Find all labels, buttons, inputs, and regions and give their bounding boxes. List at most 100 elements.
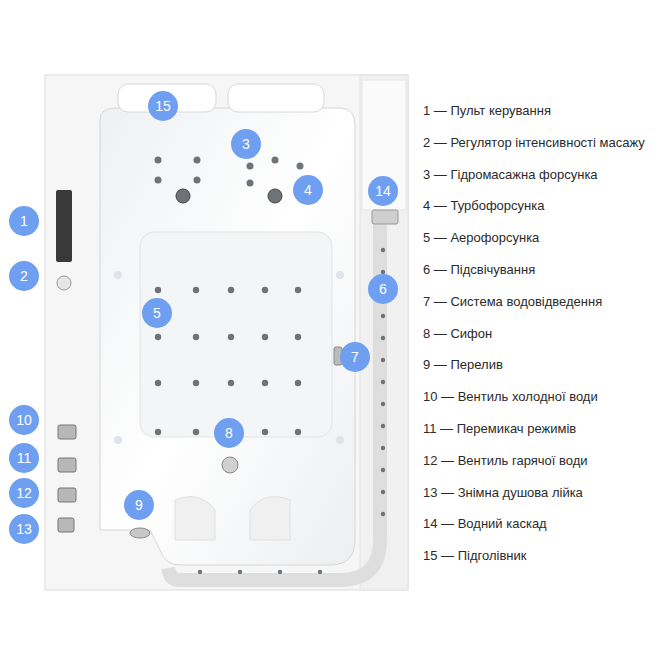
- ledge-jet: [381, 512, 385, 516]
- air-jet: [155, 287, 161, 293]
- cold-valve: [58, 425, 76, 439]
- callout-number: 4: [304, 183, 312, 197]
- hydro-jet: [272, 157, 279, 164]
- tub-floor: [140, 232, 332, 437]
- shower-head: [58, 518, 74, 532]
- ledge-jet: [381, 380, 385, 384]
- control-panel: [56, 190, 72, 262]
- hot-valve: [58, 488, 76, 502]
- callout-circle: 12: [9, 478, 39, 508]
- air-jet: [295, 429, 301, 435]
- callout-circle: 5: [142, 298, 172, 328]
- air-jet: [228, 287, 234, 293]
- ledge-jet: [278, 570, 282, 574]
- ledge-jet: [381, 248, 385, 252]
- ledge-top: [362, 80, 406, 210]
- callout-circle: 14: [368, 176, 398, 206]
- air-jet: [262, 287, 268, 293]
- callout-circle: 10: [9, 405, 39, 435]
- side-light: [114, 271, 122, 279]
- legend-line: 10 — Вентиль холодної води: [423, 389, 598, 405]
- foot-rest: [175, 497, 290, 540]
- intensity-knob: [57, 276, 71, 290]
- water-cascade: [372, 210, 398, 224]
- callout-circle: 6: [368, 274, 398, 304]
- ledge-jet: [238, 570, 242, 574]
- ledge-jet: [381, 336, 385, 340]
- hydro-jet: [194, 157, 201, 164]
- ledge-jet: [381, 490, 385, 494]
- side-light: [336, 271, 344, 279]
- side-light: [114, 436, 122, 444]
- legend-line: 14 — Водний каскад: [423, 516, 547, 532]
- callout-circle: 4: [293, 175, 323, 205]
- legend-line: 8 — Сифон: [423, 326, 492, 342]
- air-jet: [262, 334, 268, 340]
- air-jet: [193, 380, 199, 386]
- turbo-jet: [268, 189, 282, 203]
- legend-line: 3 — Гідромасажна форсунка: [423, 167, 598, 183]
- ledge-jet: [381, 446, 385, 450]
- turbo-jet: [176, 189, 190, 203]
- ledge-jet: [381, 314, 385, 318]
- callout-number: 9: [135, 498, 143, 512]
- callout-number: 3: [242, 137, 250, 151]
- callout-number: 13: [16, 522, 32, 536]
- callout-circle: 7: [340, 342, 370, 372]
- legend-line: 6 — Підсвічування: [423, 262, 535, 278]
- legend-line: 7 — Система водовідведення: [423, 294, 602, 310]
- jet-group: [114, 157, 385, 575]
- air-jet: [262, 380, 268, 386]
- callout-circle: 13: [9, 514, 39, 544]
- ledge-jet: [381, 402, 385, 406]
- basin: [100, 108, 355, 565]
- legend-line: 1 — Пульт керування: [423, 103, 551, 119]
- air-jet: [155, 334, 161, 340]
- callout-number: 15: [155, 99, 171, 113]
- tub-rim: [45, 75, 408, 590]
- legend-line: 5 — Аерофорсунка: [423, 230, 539, 246]
- overflow: [130, 528, 150, 538]
- air-jet: [193, 287, 199, 293]
- callout-number: 2: [20, 269, 28, 283]
- callout-number: 6: [379, 282, 387, 296]
- headrest: [228, 84, 324, 112]
- ledge-jet: [198, 570, 202, 574]
- air-jet: [228, 380, 234, 386]
- legend-line: 4 — Турбофорсунка: [423, 198, 544, 214]
- callout-circle: 9: [124, 490, 154, 520]
- callout-number: 14: [375, 184, 391, 198]
- hydro-jet: [247, 180, 254, 187]
- legend-line: 9 — Перелив: [423, 357, 503, 373]
- air-jet: [295, 380, 301, 386]
- ledge-jet: [381, 468, 385, 472]
- callout-number: 1: [20, 214, 28, 228]
- callout-number: 11: [17, 451, 32, 465]
- air-jet: [228, 334, 234, 340]
- legend-line: 12 — Вентиль гарячої води: [423, 453, 588, 469]
- callout-number: 8: [225, 426, 233, 440]
- hydro-jet: [247, 163, 254, 170]
- air-jet: [295, 287, 301, 293]
- callout-number: 10: [16, 413, 32, 427]
- air-jet: [295, 334, 301, 340]
- hydro-jet: [155, 177, 162, 184]
- callout-circle: 15: [148, 91, 178, 121]
- mode-switch: [58, 458, 76, 472]
- callout-number: 5: [153, 306, 161, 320]
- legend-line: 13 — Знімна душова лійка: [423, 485, 583, 501]
- callout-number: 7: [351, 350, 359, 364]
- air-jet: [155, 429, 161, 435]
- air-jet: [193, 429, 199, 435]
- callout-circle: 3: [231, 129, 261, 159]
- callout-circle: 8: [214, 418, 244, 448]
- ledge-jet: [381, 358, 385, 362]
- hydro-jet: [155, 157, 162, 164]
- callout-circle: 1: [9, 206, 39, 236]
- legend-line: 15 — Підголівник: [423, 548, 526, 564]
- air-jet: [193, 334, 199, 340]
- hydro-jet: [194, 177, 201, 184]
- ledge-jet: [381, 424, 385, 428]
